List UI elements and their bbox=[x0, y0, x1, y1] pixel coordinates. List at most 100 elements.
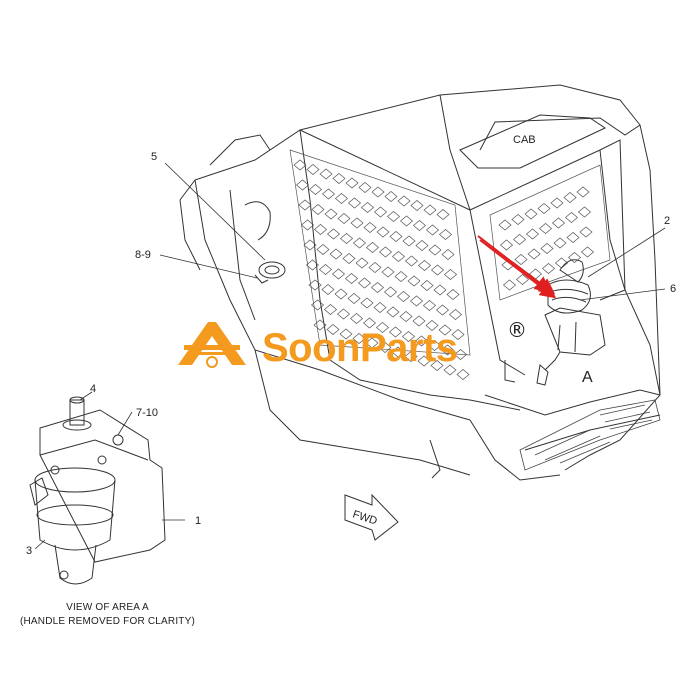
mesh-diamond bbox=[332, 173, 346, 184]
mesh-diamond bbox=[321, 284, 335, 295]
mesh-diamond bbox=[417, 260, 432, 271]
callout-1: 1 bbox=[195, 515, 201, 527]
grommet-part bbox=[254, 261, 286, 284]
mesh-diamond bbox=[440, 344, 455, 356]
mesh-diamond bbox=[430, 360, 444, 371]
mesh-diamond bbox=[371, 186, 385, 198]
mesh-diamond bbox=[303, 239, 317, 251]
cab-label: CAB bbox=[513, 134, 536, 146]
mesh-diamond bbox=[363, 222, 377, 233]
mesh-diamond bbox=[358, 182, 372, 193]
leader-lines bbox=[34, 162, 666, 550]
mesh-diamond bbox=[310, 299, 325, 311]
mesh-diamond bbox=[319, 168, 333, 180]
mesh-diamond bbox=[443, 364, 457, 376]
mesh-diamond bbox=[554, 257, 569, 269]
callout-4: 4 bbox=[90, 383, 96, 395]
soonparts-logo-icon bbox=[178, 322, 246, 368]
mesh-diamond bbox=[373, 206, 388, 218]
mesh-diamond bbox=[563, 192, 577, 203]
soonparts-watermark: SoonParts bbox=[262, 326, 458, 370]
mesh-diamond bbox=[438, 229, 453, 240]
red-indicator-arrows bbox=[477, 235, 557, 299]
mesh-diamond bbox=[345, 177, 359, 189]
mesh-diamond bbox=[428, 244, 442, 256]
callout-labels: 5 8-9 2 6 4 7-10 1 3 A bbox=[26, 151, 676, 557]
mesh-diamond bbox=[498, 219, 512, 231]
mesh-diamond bbox=[404, 255, 419, 267]
cab-plate: CAB bbox=[459, 114, 607, 169]
caption-line-1: VIEW OF AREA A bbox=[66, 602, 149, 613]
mesh-diamond bbox=[550, 197, 564, 209]
mesh-diamond bbox=[383, 286, 398, 298]
mesh-diamond bbox=[318, 264, 333, 275]
mesh-grille-left bbox=[289, 149, 471, 380]
mesh-diamond bbox=[300, 219, 315, 231]
mesh-diamond bbox=[415, 240, 429, 251]
mesh-diamond bbox=[441, 249, 455, 260]
step-tread bbox=[519, 399, 661, 471]
mesh-diamond bbox=[357, 277, 372, 289]
mesh-diamond bbox=[502, 279, 517, 291]
mesh-diamond bbox=[352, 333, 366, 344]
mesh-diamond bbox=[326, 324, 340, 335]
mesh-grille-right bbox=[489, 164, 611, 301]
mesh-diamond bbox=[397, 195, 411, 207]
mesh-diamond bbox=[352, 237, 367, 249]
mesh-diamond bbox=[435, 304, 450, 316]
mesh-diamond bbox=[540, 243, 554, 254]
mesh-diamond bbox=[438, 324, 452, 336]
mesh-diamond bbox=[514, 254, 528, 265]
mesh-diamond bbox=[313, 224, 328, 235]
mesh-diamond bbox=[326, 228, 341, 240]
mesh-diamond bbox=[373, 302, 387, 313]
mesh-diamond bbox=[425, 320, 439, 331]
mesh-diamond bbox=[306, 164, 320, 175]
mesh-diamond bbox=[448, 309, 463, 320]
mesh-diamond bbox=[388, 326, 403, 338]
mesh-diamond bbox=[329, 248, 343, 260]
mesh-diamond bbox=[580, 246, 595, 258]
mesh-diamond bbox=[394, 271, 408, 282]
mesh-diamond bbox=[378, 342, 392, 353]
mesh-diamond bbox=[515, 274, 530, 285]
mesh-diamond bbox=[384, 191, 398, 202]
mesh-diamond bbox=[566, 232, 580, 243]
mesh-diamond bbox=[339, 233, 354, 244]
mesh-diamond bbox=[362, 317, 377, 329]
mesh-diamond bbox=[360, 297, 374, 309]
mesh-diamond bbox=[370, 282, 385, 293]
mesh-diamond bbox=[324, 208, 338, 220]
cab-outline bbox=[179, 84, 661, 481]
mesh-diamond bbox=[347, 293, 361, 304]
mesh-diamond bbox=[453, 349, 468, 360]
mesh-diamond bbox=[308, 279, 322, 291]
mesh-diamond bbox=[381, 266, 395, 278]
caption-line-2: (HANDLE REMOVED FOR CLARITY) bbox=[19, 616, 196, 627]
mesh-diamond bbox=[339, 328, 353, 340]
mesh-diamond bbox=[365, 242, 380, 253]
mesh-diamond bbox=[577, 206, 592, 218]
callout-8-9: 8-9 bbox=[135, 249, 151, 261]
view-a-label: A bbox=[582, 369, 593, 386]
mesh-diamond bbox=[365, 337, 379, 349]
mesh-diamond bbox=[409, 295, 424, 307]
mesh-diamond bbox=[499, 239, 514, 251]
mesh-diamond bbox=[389, 231, 403, 242]
mesh-diamond bbox=[313, 319, 327, 331]
mesh-diamond bbox=[417, 355, 431, 367]
mesh-diamond bbox=[425, 224, 440, 236]
mesh-diamond bbox=[512, 234, 527, 245]
mesh-diamond bbox=[305, 259, 320, 271]
mesh-diamond bbox=[399, 215, 414, 227]
mesh-diamond bbox=[538, 223, 553, 234]
callout-5: 5 bbox=[151, 151, 157, 163]
registered-mark: ® bbox=[507, 318, 527, 342]
mesh-diamond bbox=[401, 331, 416, 342]
mesh-diamond bbox=[334, 193, 349, 204]
mesh-diamond bbox=[399, 311, 413, 322]
mesh-diamond bbox=[564, 212, 579, 223]
mesh-diamond bbox=[311, 204, 325, 215]
mesh-diamond bbox=[349, 313, 364, 324]
